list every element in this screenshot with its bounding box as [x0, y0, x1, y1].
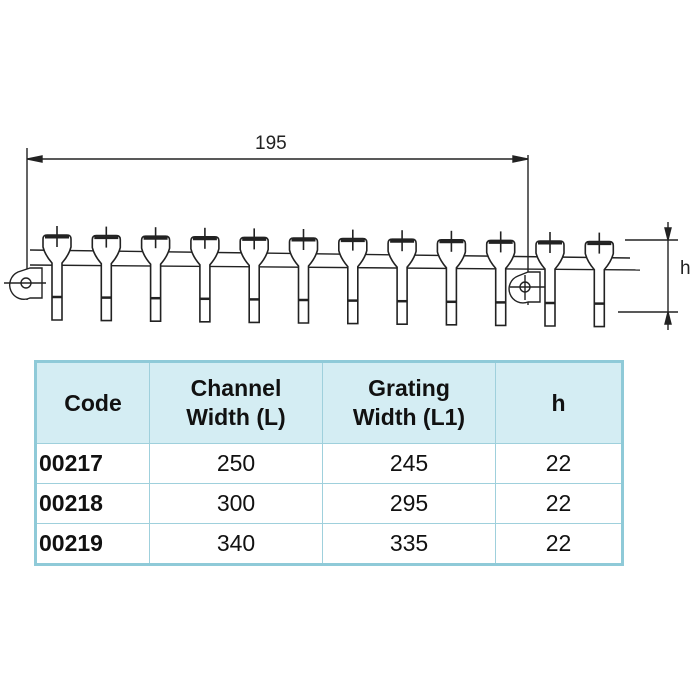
table-row: 00219 340 335 22 — [35, 523, 623, 565]
cell-channel-width: 340 — [149, 523, 323, 565]
pivot-right — [508, 271, 550, 304]
grating-tooth — [485, 231, 516, 327]
cell-h: 22 — [495, 443, 623, 484]
header-channel-width: Channel Width (L) — [149, 361, 323, 444]
cell-h: 22 — [495, 483, 623, 524]
cell-channel-width: 250 — [149, 443, 323, 484]
dimension-label-195: 195 — [255, 133, 287, 154]
cell-h: 22 — [495, 523, 623, 565]
header-code: Code — [35, 361, 150, 444]
table-row: 00218 300 295 22 — [35, 483, 623, 524]
pivot-left — [4, 267, 46, 301]
specifications-table: Code Channel Width (L) Grating Width (L1… — [34, 360, 624, 566]
grating-tooth — [436, 230, 467, 326]
grating-tooth — [584, 232, 615, 328]
grating-tooth — [91, 226, 122, 322]
cell-grating-width: 245 — [322, 443, 496, 484]
grating-tooth — [288, 229, 319, 324]
cell-code: 00217 — [35, 443, 150, 484]
bar-bottom — [29, 264, 641, 271]
cell-grating-width: 295 — [322, 483, 496, 524]
cell-channel-width: 300 — [149, 483, 323, 524]
grating-tooth — [338, 229, 368, 325]
grating-tooth — [535, 232, 565, 327]
grating-tooth — [42, 226, 72, 321]
arrow-left — [26, 155, 43, 163]
h-arrow-top — [664, 227, 672, 241]
cell-grating-width: 335 — [322, 523, 496, 565]
grating-tooth — [239, 228, 269, 324]
grating-tooth — [190, 227, 220, 323]
header-h: h — [495, 361, 623, 444]
cell-code: 00219 — [35, 523, 150, 565]
bar-top — [29, 249, 631, 259]
h-arrow-bottom — [664, 311, 672, 325]
grating-profile-drawing — [4, 148, 678, 330]
table-header-row: Code Channel Width (L) Grating Width (L1… — [35, 361, 623, 444]
grating-tooth — [140, 227, 171, 322]
arrow-right — [512, 155, 529, 163]
dimension-label-h: h — [680, 258, 691, 279]
table-row: 00217 250 245 22 — [35, 443, 623, 484]
header-grating-width: Grating Width (L1) — [322, 361, 496, 444]
grating-tooth — [387, 230, 417, 325]
cell-code: 00218 — [35, 483, 150, 524]
